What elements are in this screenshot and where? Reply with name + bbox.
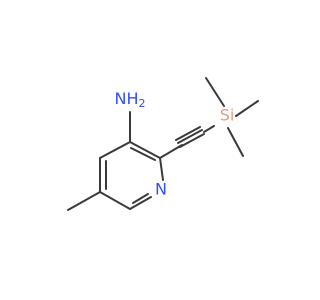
alkyne-triple-bond-3 [179,133,205,148]
molecule-canvas: NH2 N Si [67,77,259,211]
bond-alkyne-si [203,125,215,133]
amine-label-main: NH [115,89,139,108]
bond-c6-n1 [129,196,152,210]
bond-si-methyl-up [205,77,225,107]
bond-si-methyl-right [235,100,259,117]
amine-label: NH2 [115,89,146,111]
bond-c5-methyl [67,191,101,211]
bond-n1-c2 [159,157,164,181]
bond-c3-c4 [99,141,131,159]
alkyne-triple-bond-2 [177,129,203,144]
structure-diagram: NH2 N Si [67,77,259,211]
bond-c6-n1-inner [132,193,149,204]
bond-c2-alkyne [159,144,183,159]
bond-c2-c3-inner [130,147,156,161]
bond-c2-c3 [129,141,161,159]
bond-c5-c6 [99,191,131,210]
ring-nitrogen-label: N [155,180,167,199]
silicon-label: Si [220,106,235,125]
bond-si-methyl-down [227,127,244,157]
amine-subscript: 2 [139,97,146,110]
alkyne-triple-bond-1 [175,126,201,141]
